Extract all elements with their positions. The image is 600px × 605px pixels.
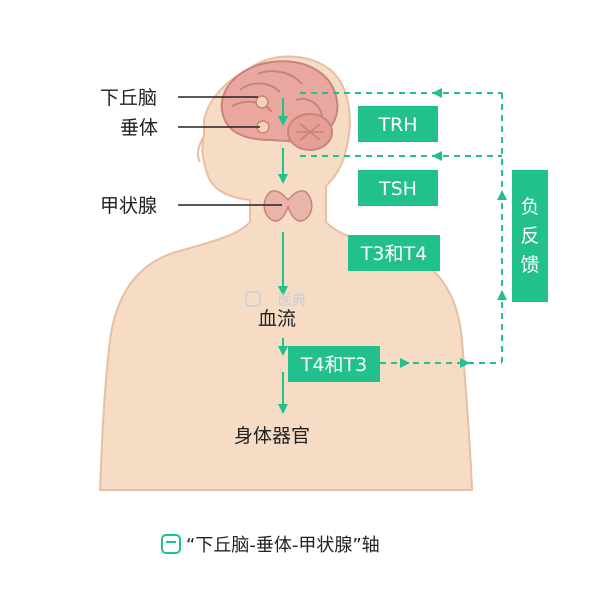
caption-card-icon xyxy=(161,534,181,554)
svg-text:馈: 馈 xyxy=(520,254,539,276)
svg-text:医典: 医典 xyxy=(278,293,306,309)
label-pituitary: 垂体 xyxy=(120,117,158,139)
box-negative-feedback: 负 反 馈 xyxy=(512,170,548,302)
caption-text: “下丘脑-垂体-甲状腺”轴 xyxy=(186,535,380,556)
watermark-logo-icon xyxy=(245,291,261,307)
svg-text:负: 负 xyxy=(520,196,539,218)
label-organs: 身体器官 xyxy=(234,425,310,447)
svg-text:反: 反 xyxy=(520,225,539,247)
svg-text:T4和T3: T4和T3 xyxy=(300,354,367,376)
feedback-arrowheads xyxy=(400,88,507,368)
box-trh: TRH xyxy=(358,106,438,142)
box-tsh: TSH xyxy=(358,170,438,206)
thyroid-illustration xyxy=(263,190,313,222)
svg-text:TRH: TRH xyxy=(377,114,417,136)
svg-text:T3和T4: T3和T4 xyxy=(360,243,427,265)
label-blood: 血流 xyxy=(258,308,296,330)
watermark: 医典 xyxy=(245,291,306,309)
box-t3-t4: T3和T4 xyxy=(348,235,440,271)
feedback-lines xyxy=(300,92,503,364)
box-t4-t3: T4和T3 xyxy=(288,346,380,382)
brain-illustration xyxy=(220,60,339,151)
label-hypothalamus: 下丘脑 xyxy=(100,87,157,109)
caption: “下丘脑-垂体-甲状腺”轴 xyxy=(161,534,380,556)
label-thyroid: 甲状腺 xyxy=(100,195,157,217)
svg-text:TSH: TSH xyxy=(378,178,417,200)
